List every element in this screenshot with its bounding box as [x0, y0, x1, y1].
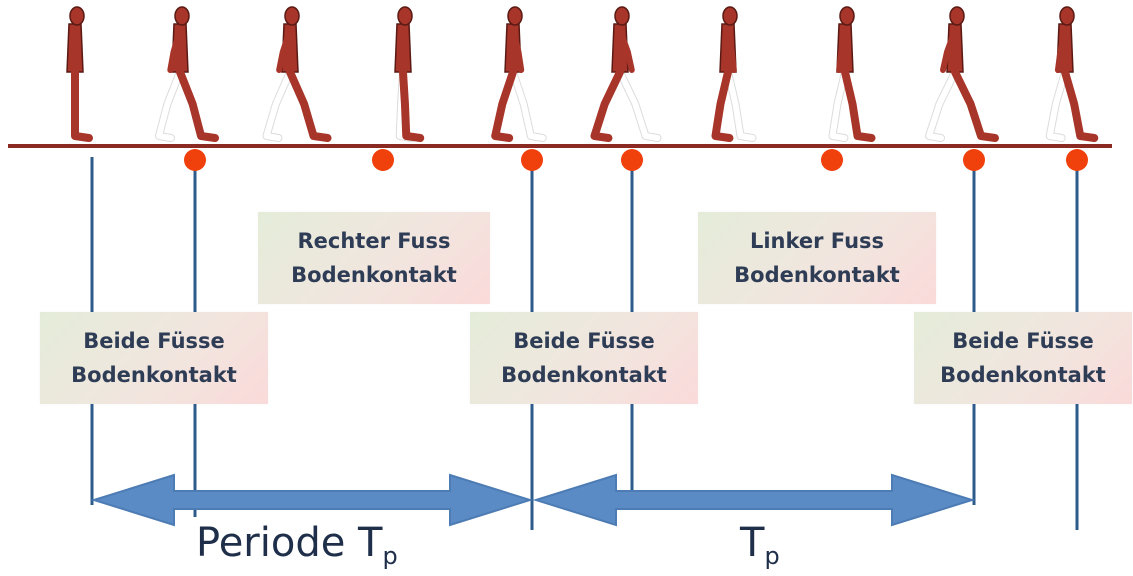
contact-dots [184, 149, 1088, 171]
figure-front-leg [590, 68, 624, 142]
figure-arm [276, 27, 293, 73]
walking-figures [66, 6, 1099, 142]
phase-label-line2: Bodenkontakt [734, 263, 900, 287]
walking-person-icon [394, 6, 425, 142]
contact-dot [184, 149, 206, 171]
figure-head [174, 6, 190, 26]
phase-label-right-foot: Rechter Fuss Bodenkontakt [258, 212, 490, 304]
period-label-first: Periode Tp [196, 520, 398, 570]
figure-head [1059, 6, 1075, 26]
figure-arm [1054, 27, 1068, 73]
contact-dot [821, 149, 843, 171]
figure-front-leg [71, 68, 93, 142]
phase-label-left-foot: Linker Fuss Bodenkontakt [698, 212, 936, 304]
figure-front-leg [711, 68, 734, 142]
contact-dot [963, 149, 985, 171]
figure-front-leg [841, 68, 876, 142]
walking-person-icon [491, 6, 547, 142]
figure-head [284, 6, 300, 26]
walking-person-icon [828, 6, 876, 142]
figure-front-leg [951, 68, 999, 142]
figure-head [839, 6, 855, 26]
period-arrow [532, 473, 976, 527]
contact-dot [1066, 149, 1088, 171]
figure-front-leg [399, 68, 425, 142]
period-label-subscript: p [764, 542, 780, 570]
figure-arm [940, 27, 958, 73]
phase-label-both-feet-2: Beide Füsse Bodenkontakt [470, 312, 698, 404]
figure-arm [167, 27, 183, 73]
figure-front-leg [286, 68, 332, 142]
phase-label-line1: Beide Füsse [83, 329, 225, 353]
walking-person-icon [262, 6, 332, 142]
figure-back-leg-fill [725, 69, 756, 141]
phase-label-line1: Beide Füsse [952, 329, 1094, 353]
figure-arm [836, 27, 848, 73]
figure-arm [398, 27, 406, 73]
walking-person-icon [1045, 6, 1099, 142]
figure-head [722, 6, 738, 26]
period-label-text: T [740, 520, 765, 566]
phase-label-both-feet-1: Beide Füsse Bodenkontakt [40, 312, 268, 404]
walking-person-icon [925, 6, 999, 142]
figure-arm [510, 27, 525, 73]
phase-label-line2: Bodenkontakt [501, 363, 667, 387]
walking-person-icon [66, 6, 93, 142]
figure-back-leg-fill [1046, 69, 1068, 141]
figure-front-leg [491, 68, 517, 142]
contact-dot [621, 149, 643, 171]
phase-label-line1: Linker Fuss [749, 229, 885, 253]
figure-back-leg-fill [510, 69, 546, 141]
figure-head [507, 6, 523, 26]
figure-head [949, 6, 965, 26]
figure-head [69, 6, 85, 26]
phase-label-line2: Bodenkontakt [71, 363, 237, 387]
figure-head [614, 6, 630, 26]
phase-label-line2: Bodenkontakt [291, 263, 457, 287]
phase-label-both-feet-3: Beide Füsse Bodenkontakt [914, 312, 1132, 404]
period-label-subscript: p [382, 542, 398, 570]
period-label-text: Periode T [196, 520, 383, 566]
walking-person-icon [154, 6, 220, 142]
walking-person-icon [590, 6, 662, 142]
figure-back-leg-fill [155, 69, 183, 141]
phase-label-line1: Rechter Fuss [297, 229, 451, 253]
figure-back-leg-fill [926, 69, 958, 141]
figure-back-leg-fill [617, 69, 661, 141]
figure-arm [617, 27, 635, 73]
figure-front-leg [176, 68, 220, 142]
phase-label-line2: Bodenkontakt [940, 363, 1106, 387]
figure-arm [725, 27, 737, 73]
period-label-second: Tp [740, 520, 780, 570]
figure-head [397, 6, 413, 26]
contact-dot [521, 149, 543, 171]
contact-dot [372, 149, 394, 171]
period-arrow [90, 473, 534, 527]
phase-label-line1: Beide Füsse [513, 329, 655, 353]
figure-front-leg [1061, 68, 1099, 142]
figure-back-leg-fill [263, 69, 293, 141]
figure-back-leg-fill [829, 69, 848, 141]
walking-person-icon [711, 6, 757, 142]
period-arrows [90, 473, 976, 527]
